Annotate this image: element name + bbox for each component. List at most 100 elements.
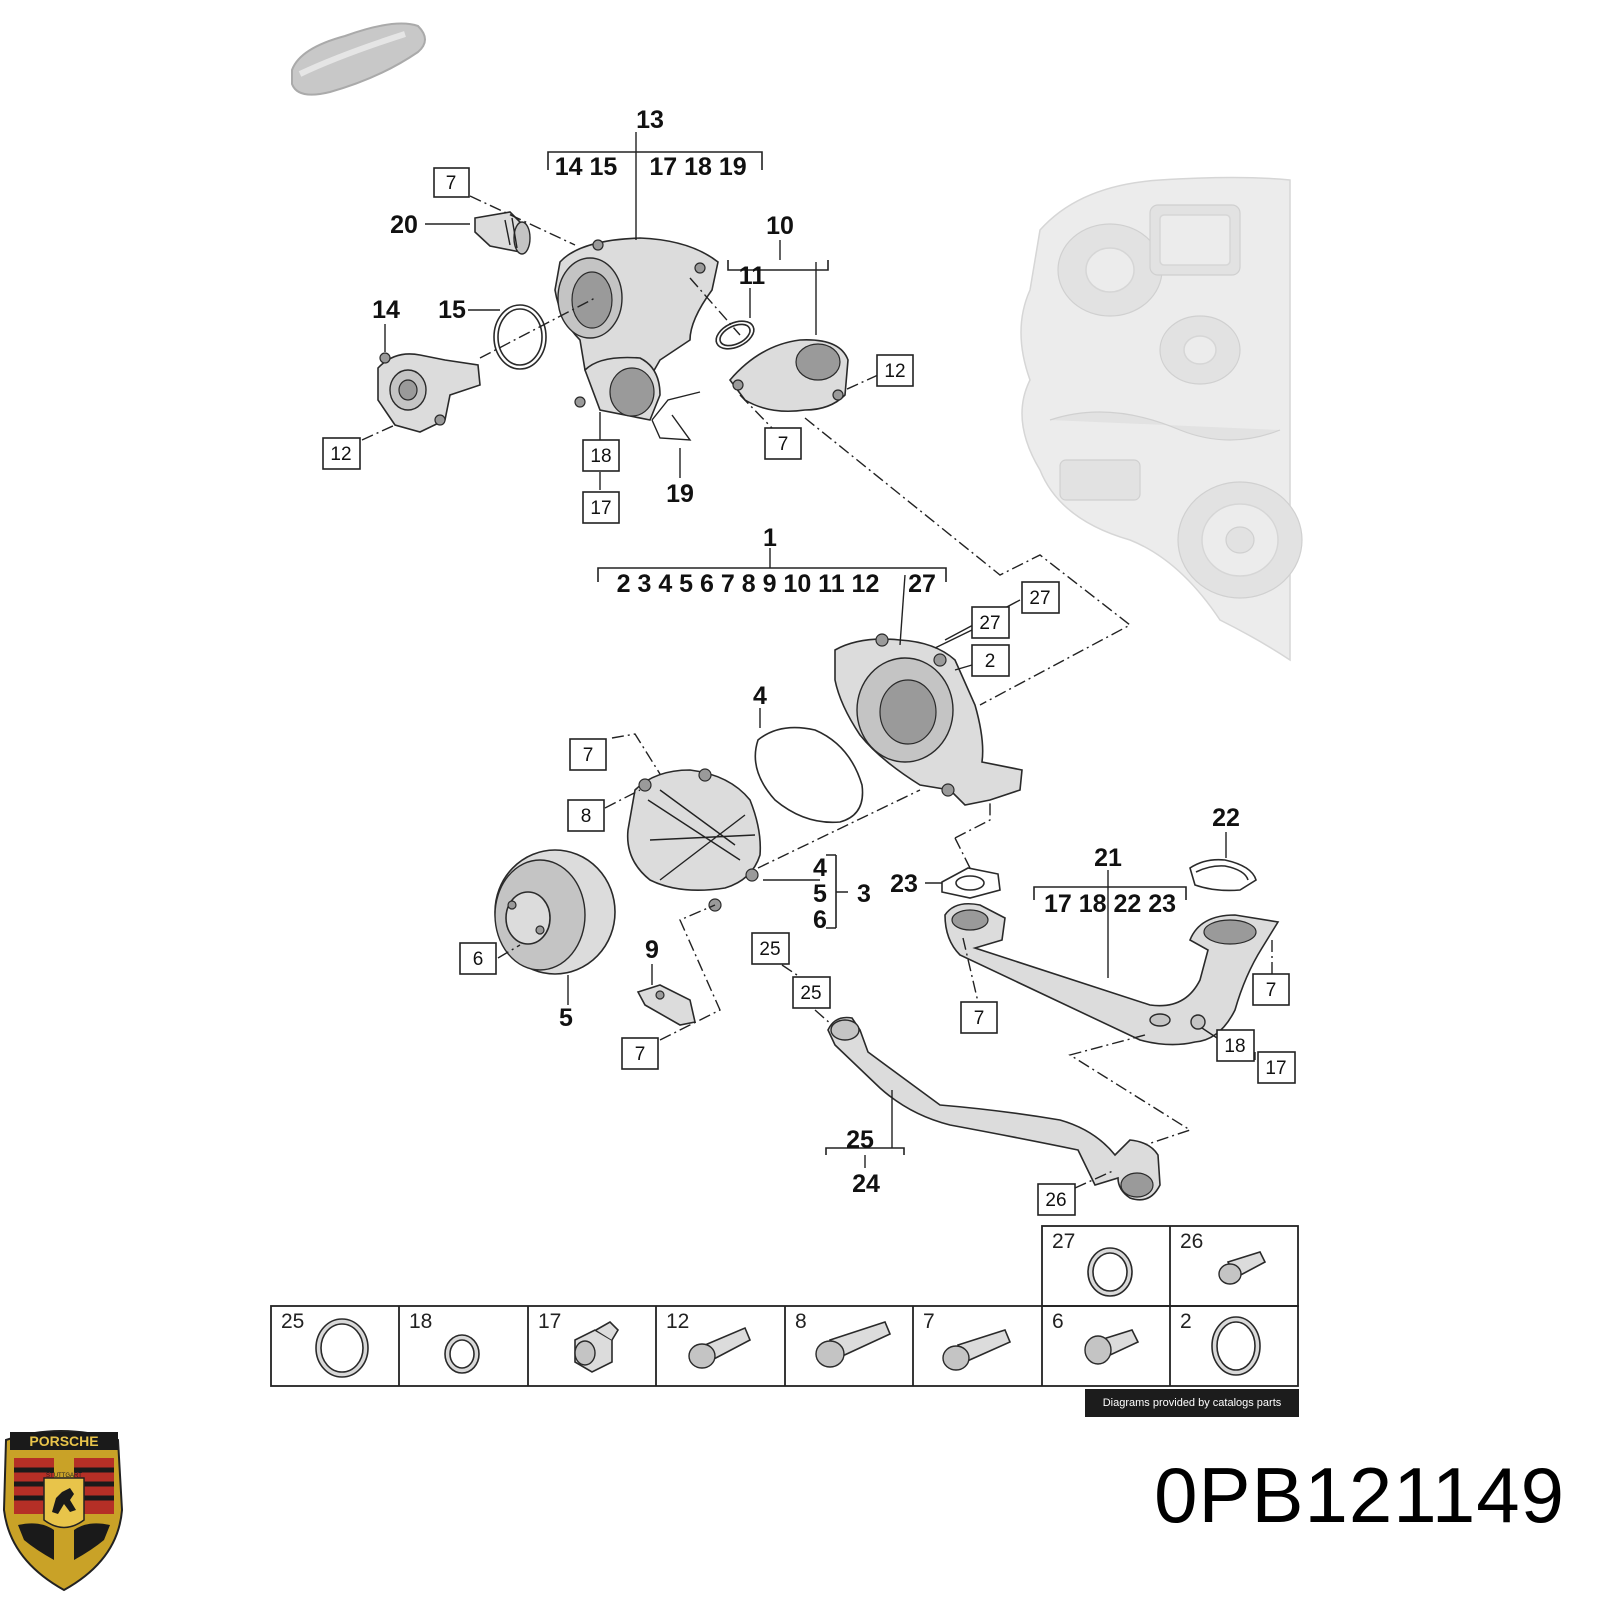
svg-text:18: 18 bbox=[590, 446, 611, 467]
boxed-callout-18: 18 bbox=[1216, 1029, 1255, 1062]
seal-ring-icon bbox=[315, 1318, 369, 1378]
bolt-icon bbox=[815, 1321, 892, 1368]
boxed-callout-25: 25 bbox=[792, 976, 831, 1009]
callout-10: 10 bbox=[766, 212, 794, 240]
svg-text:2: 2 bbox=[985, 651, 996, 672]
legend-cell-label: 2 bbox=[1180, 1310, 1192, 1333]
pipe-gasket-part bbox=[1189, 858, 1257, 892]
water-pump-part bbox=[626, 768, 762, 912]
callout-3: 3 bbox=[857, 880, 871, 908]
callout-13-sub-b: 17 18 19 bbox=[649, 153, 746, 181]
boxed-callout-7: 7 bbox=[1252, 973, 1290, 1006]
boxed-callout-6: 6 bbox=[459, 942, 497, 975]
logo-city: STUTTGART bbox=[46, 1473, 82, 1479]
boxed-callout-27: 27 bbox=[971, 606, 1010, 639]
legend-cell-label: 26 bbox=[1180, 1230, 1203, 1253]
svg-text:27: 27 bbox=[979, 613, 1000, 634]
part-number: 0PB121149 bbox=[1154, 1451, 1565, 1539]
callout-19: 19 bbox=[666, 480, 694, 508]
svg-text:17: 17 bbox=[1265, 1058, 1286, 1079]
crossover-pipe-part bbox=[944, 902, 1280, 1046]
boxed-callout-8: 8 bbox=[567, 799, 605, 832]
vehicle-silhouette-icon bbox=[291, 22, 426, 96]
callout-5: 5 bbox=[559, 1004, 573, 1032]
svg-text:7: 7 bbox=[583, 745, 594, 766]
callout-21: 21 bbox=[1094, 844, 1122, 872]
callout-1-sub-a: 2 3 4 5 6 7 8 9 10 11 12 bbox=[617, 570, 880, 598]
legend-cell-label: 12 bbox=[666, 1310, 689, 1333]
boxed-callout-7: 7 bbox=[433, 167, 470, 198]
bolt-icon bbox=[1084, 1329, 1140, 1365]
callout-15: 15 bbox=[438, 296, 466, 324]
o-ring-icon bbox=[1087, 1247, 1133, 1297]
pump-pulley-part bbox=[494, 849, 616, 975]
svg-text:7: 7 bbox=[778, 434, 789, 455]
svg-text:7: 7 bbox=[974, 1008, 985, 1029]
o-ring-icon bbox=[1211, 1316, 1261, 1376]
o-ring-part bbox=[715, 320, 755, 350]
svg-text:8: 8 bbox=[581, 806, 592, 827]
callout-22: 22 bbox=[1212, 804, 1240, 832]
bracket-plate-part bbox=[636, 984, 696, 1026]
thermostat-part bbox=[377, 352, 481, 433]
flange-gasket-part bbox=[941, 867, 1001, 899]
boxed-callout-25: 25 bbox=[751, 932, 790, 965]
washer-icon bbox=[444, 1334, 480, 1374]
svg-text:12: 12 bbox=[884, 361, 905, 382]
coolant-elbow-part bbox=[728, 339, 849, 413]
legend-cell-label: 17 bbox=[538, 1310, 561, 1333]
bolt-icon bbox=[688, 1326, 752, 1369]
logo-wordmark: PORSCHE bbox=[29, 1433, 98, 1449]
coolant-line-part bbox=[827, 1016, 1161, 1201]
svg-text:12: 12 bbox=[330, 444, 351, 465]
svg-text:25: 25 bbox=[800, 983, 821, 1004]
svg-text:25: 25 bbox=[759, 939, 780, 960]
pump-housing-part bbox=[834, 633, 1023, 806]
svg-text:26: 26 bbox=[1045, 1190, 1066, 1211]
thermostat-housing-part bbox=[554, 237, 719, 421]
credit-banner: Diagrams provided by catalogs parts bbox=[1085, 1389, 1299, 1417]
boxed-callout-17: 17 bbox=[582, 491, 620, 524]
legend-cell-label: 7 bbox=[923, 1310, 935, 1333]
callout-14: 14 bbox=[372, 296, 400, 324]
boxed-callout-7: 7 bbox=[569, 738, 607, 771]
legend-cell-label: 18 bbox=[409, 1310, 432, 1333]
boxed-callout-17: 17 bbox=[1257, 1051, 1296, 1084]
callout-1: 1 bbox=[763, 524, 777, 552]
boxed-callout-12: 12 bbox=[876, 354, 914, 387]
callout-24: 24 bbox=[852, 1170, 880, 1198]
legend-cell-label: 8 bbox=[795, 1310, 807, 1333]
legend-cell-label: 27 bbox=[1052, 1230, 1075, 1253]
callout-9: 9 bbox=[645, 936, 659, 964]
callout-1-sub-b: 27 bbox=[908, 570, 936, 598]
retaining-clip-part bbox=[651, 391, 701, 441]
callout-23: 23 bbox=[890, 870, 918, 898]
hardware-legend-table: 27 26 25 18 17 12 8 7 6 2 bbox=[270, 1225, 1299, 1387]
boxed-callout-27: 27 bbox=[1021, 581, 1060, 614]
svg-text:6: 6 bbox=[473, 949, 484, 970]
callout-11: 11 bbox=[739, 262, 766, 290]
legend-cell-label: 6 bbox=[1052, 1310, 1064, 1333]
svg-text:27: 27 bbox=[1029, 588, 1050, 609]
bolt-icon bbox=[1218, 1251, 1267, 1285]
boxed-callout-26: 26 bbox=[1037, 1183, 1076, 1216]
svg-text:17: 17 bbox=[590, 498, 611, 519]
bolt-icon bbox=[942, 1329, 1012, 1371]
callout-21-sub: 17 18 22 23 bbox=[1044, 890, 1176, 918]
svg-text:18: 18 bbox=[1224, 1036, 1245, 1057]
callout-13-sub-a: 14 15 bbox=[555, 153, 618, 181]
drain-plug-icon bbox=[574, 1321, 620, 1373]
callout-4: 4 bbox=[753, 682, 767, 710]
boxed-callout-2: 2 bbox=[971, 644, 1010, 677]
callout-5-stack: 5 bbox=[813, 880, 827, 908]
callout-25: 25 bbox=[846, 1126, 874, 1154]
svg-text:7: 7 bbox=[635, 1044, 646, 1065]
svg-text:7: 7 bbox=[1266, 980, 1277, 1001]
boxed-callout-18: 18 bbox=[582, 439, 620, 472]
boxed-callout-7: 7 bbox=[621, 1037, 659, 1070]
legend-cell-label: 25 bbox=[281, 1310, 304, 1333]
coolant-connector-part bbox=[474, 211, 531, 255]
boxed-callout-7: 7 bbox=[764, 427, 802, 460]
engine-background-image bbox=[1020, 176, 1303, 662]
